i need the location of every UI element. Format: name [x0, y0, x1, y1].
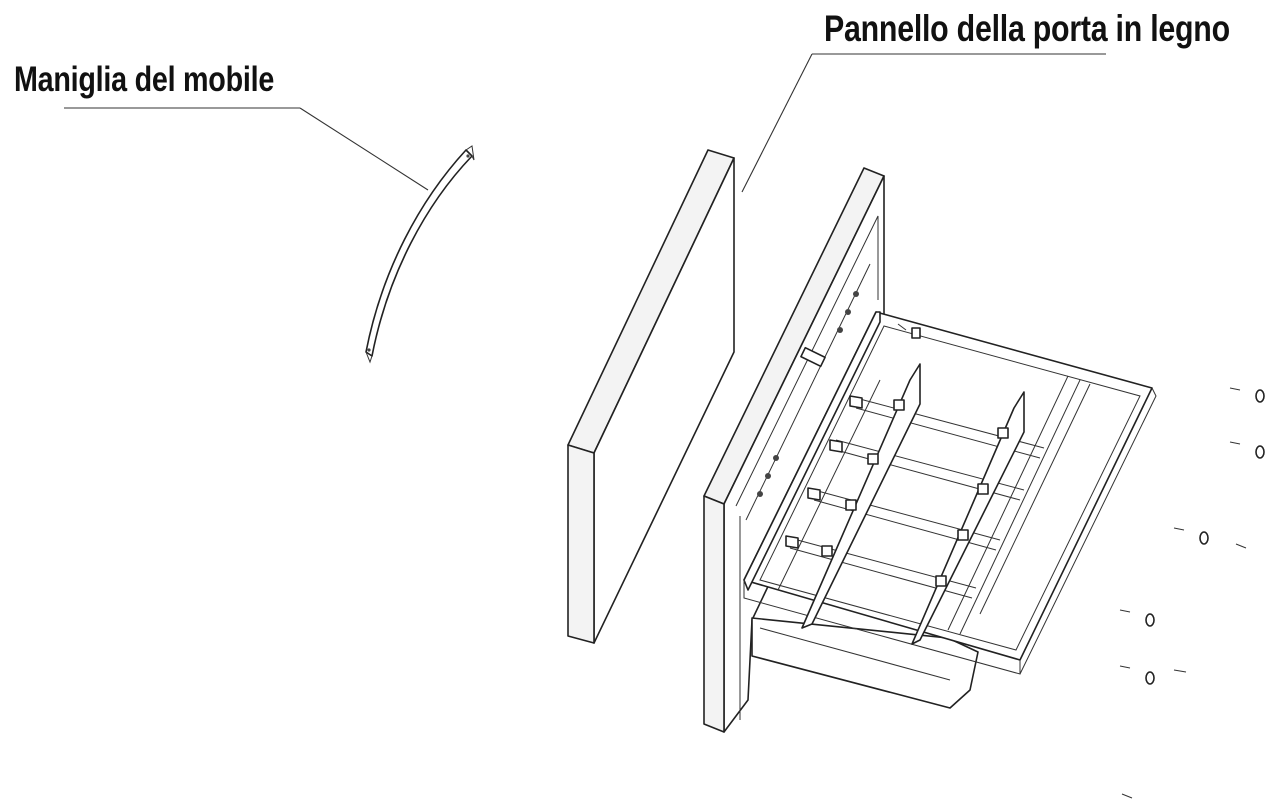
- screw-icon: [1173, 527, 1247, 549]
- screw-icon: [1229, 387, 1265, 403]
- door-panel-leader-line: [741, 53, 1106, 193]
- cabinet-handle: [365, 145, 475, 364]
- screw-icon: [1119, 609, 1155, 627]
- handle-leader-line: [64, 107, 429, 191]
- screw-icon: [1229, 441, 1265, 459]
- screw-icon: [1121, 793, 1133, 799]
- door-panel-label: Pannello della porta in legno: [824, 8, 1230, 49]
- wooden-door-panel: [567, 149, 735, 644]
- handle-label: Maniglia del mobile: [14, 60, 275, 99]
- drawer-front-frame: [703, 167, 885, 733]
- screw-icon: [1119, 665, 1187, 685]
- drawer-dividers: [785, 363, 1045, 645]
- tray-screws: [897, 323, 921, 339]
- drawer-body: [743, 311, 1157, 709]
- loose-screws: [1119, 387, 1265, 799]
